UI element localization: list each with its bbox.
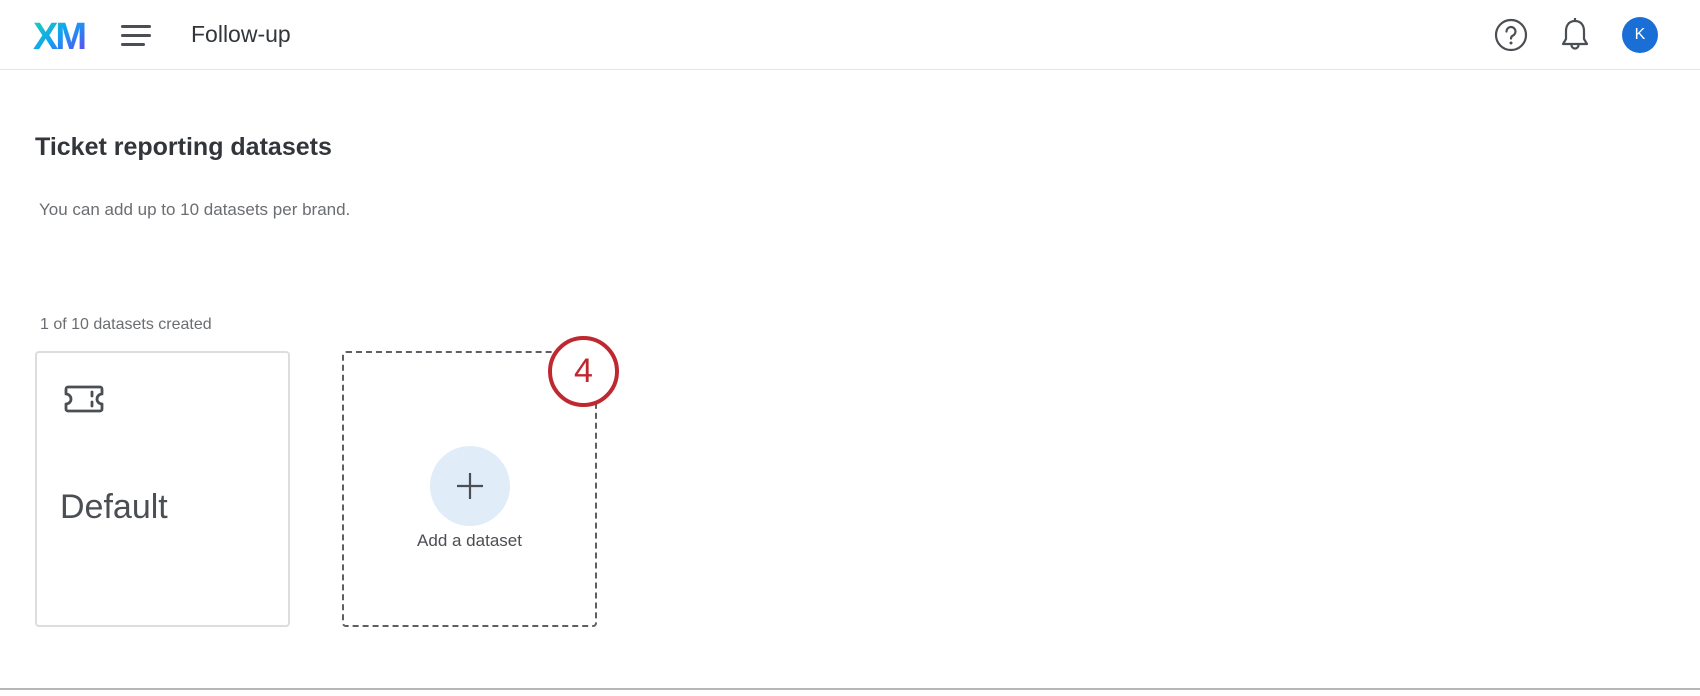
page-title: Ticket reporting datasets xyxy=(35,133,332,161)
add-dataset-label: Add a dataset xyxy=(417,531,522,550)
user-avatar[interactable]: K xyxy=(1622,17,1658,53)
help-question-icon[interactable] xyxy=(1494,18,1528,52)
top-navigation-bar: XM Follow-up K xyxy=(0,0,1700,70)
xm-logo[interactable]: XM xyxy=(33,18,91,52)
ticket-icon xyxy=(64,385,104,413)
page-description: You can add up to 10 datasets per brand. xyxy=(39,200,351,219)
dataset-card-default[interactable]: Default xyxy=(35,351,290,627)
hamburger-menu-icon[interactable] xyxy=(119,22,153,48)
plus-icon xyxy=(457,473,483,499)
bottom-divider xyxy=(0,688,1700,690)
step-annotation-badge: 4 xyxy=(548,336,619,407)
add-dataset-card[interactable]: Add a dataset xyxy=(342,351,597,627)
dataset-count-label: 1 of 10 datasets created xyxy=(40,316,212,333)
add-dataset-button[interactable] xyxy=(430,446,510,526)
app-title: Follow-up xyxy=(191,21,291,47)
dataset-name: Default xyxy=(60,488,168,526)
svg-text:XM: XM xyxy=(33,18,85,52)
notifications-bell-icon[interactable] xyxy=(1560,17,1590,53)
